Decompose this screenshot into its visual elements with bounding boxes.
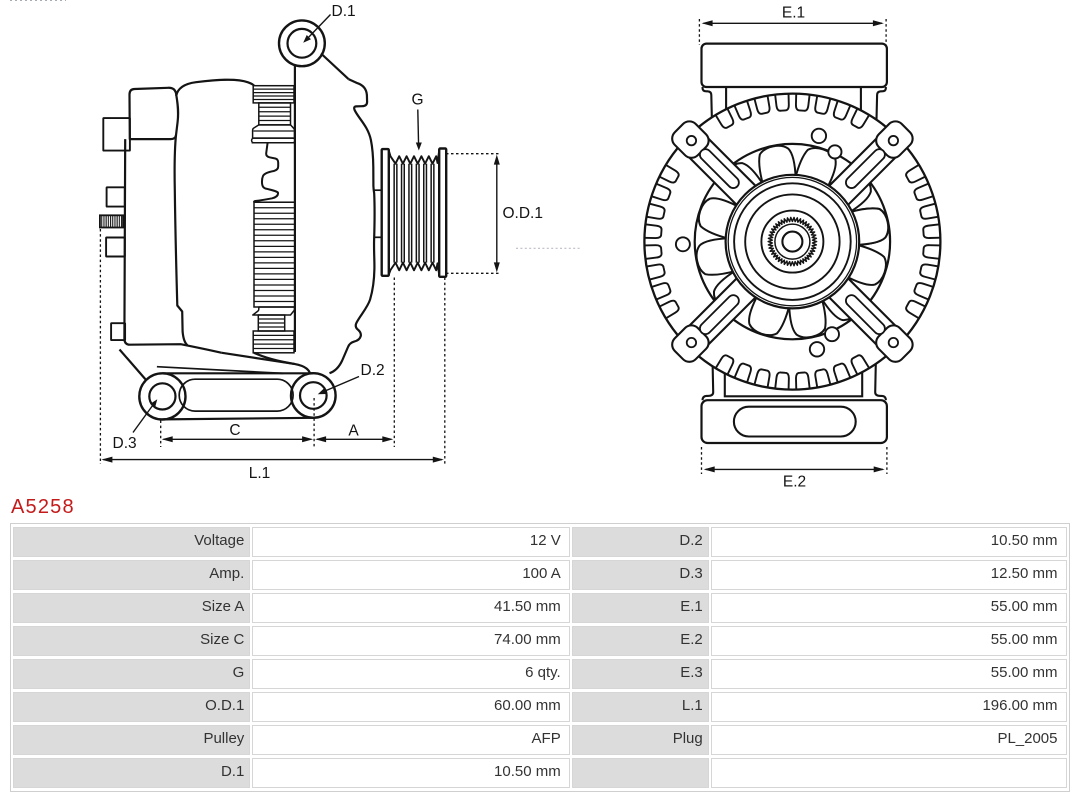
svg-text:E.2: E.2 xyxy=(783,473,806,490)
svg-text:C: C xyxy=(229,422,240,439)
svg-text:D.2: D.2 xyxy=(361,362,385,379)
svg-text:D.1: D.1 xyxy=(332,3,356,20)
svg-text:G: G xyxy=(412,92,424,109)
svg-text:D.3: D.3 xyxy=(113,435,137,452)
svg-text:L.1: L.1 xyxy=(249,465,271,482)
svg-text:O.D.1: O.D.1 xyxy=(503,205,543,222)
svg-text:A: A xyxy=(348,423,359,440)
svg-text:E.1: E.1 xyxy=(782,5,805,22)
